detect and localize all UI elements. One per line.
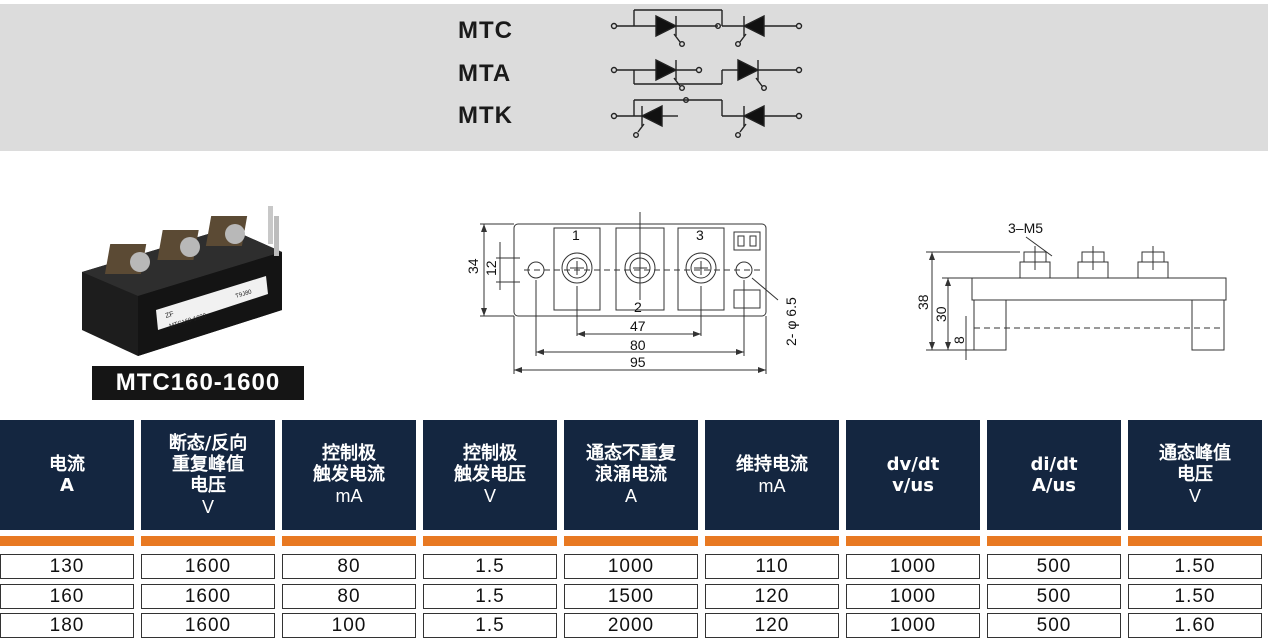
dim-80-label: 80 [630,337,646,353]
header-title: 通态不重复 浪涌电流 [586,443,676,485]
table-cell: 500 [987,584,1121,609]
circuit-code-mta: MTA [458,60,512,87]
table-cell: 1.60 [1128,613,1262,638]
header-unit: A [624,486,637,506]
terminal-3-label: 3 [696,227,704,243]
header-accent-bar [423,536,557,546]
mtc-symbol [610,9,803,48]
mta-symbol [610,58,803,91]
header-title: di/dt A/us [1030,454,1078,496]
table-header-cell: dv/dt v/us [846,420,980,530]
table-cell: 180 [0,613,134,638]
table-cell: 80 [282,584,416,609]
circuit-code-mtc: MTC [458,17,513,44]
table-cell: 100 [282,613,416,638]
table-cell: 2000 [564,613,698,638]
table-cell: 1600 [141,554,275,579]
table-cell: 80 [282,554,416,579]
header-title: 断态/反向 重复峰值 电压 [168,432,248,496]
module-product-image: ZF MTC160-1600 T9J80 [82,206,282,356]
header-accent-bar [1128,536,1262,546]
table-cell: 1600 [141,584,275,609]
module-code-label: T9J80 [235,289,253,300]
header-accent-bar [564,536,698,546]
header-title: dv/dt v/us [886,454,940,496]
dim-38-label: 38 [915,294,931,310]
dim-30-label: 30 [933,306,949,322]
table-cell: 1000 [846,584,980,609]
screw-terminal-icon [104,216,248,274]
table-cell: 500 [987,613,1121,638]
table-cell: 160 [0,584,134,609]
dim-95-label: 95 [630,354,646,370]
circuit-code-mtk: MTK [458,102,513,129]
mtk-symbol [610,96,803,138]
header-title: 控制极 触发电流 [313,443,385,485]
table-cell: 120 [705,584,839,609]
module-brand-label: ZF [165,311,175,320]
header-title: 维持电流 [736,453,808,475]
header-unit: V [483,486,496,506]
table-cell: 1500 [564,584,698,609]
header-unit: mA [335,486,363,506]
product-name-label: MTC160-1600 [92,366,304,400]
thyristor-circuit-symbols [610,9,803,138]
table-cell: 1.5 [423,584,557,609]
header-title: 控制极 触发电压 [454,443,526,485]
table-cell: 110 [705,554,839,579]
dim-12-label: 12 [483,260,499,276]
header-title: 通态峰值 电压 [1159,443,1231,485]
table-cell: 1600 [141,613,275,638]
header-unit: V [201,496,214,517]
table-cell: 1000 [564,554,698,579]
header-accent-bar [282,536,416,546]
table-cell: 130 [0,554,134,579]
hole-dim-label: 2- φ 6.5 [783,297,799,346]
header-accent-bar [846,536,980,546]
terminal-2-label: 2 [634,299,642,315]
dim-8-label: 8 [951,336,967,344]
header-unit: V [1188,486,1201,506]
table-cell: 1.50 [1128,554,1262,579]
table-header-cell: di/dt A/us [987,420,1121,530]
dim-34-label: 34 [465,258,481,274]
table-cell: 1000 [846,554,980,579]
table-header-cell: 电流 A [0,420,134,530]
table-cell: 500 [987,554,1121,579]
header-accent-bar [141,536,275,546]
header-accent-bar [987,536,1121,546]
header-title: 电流 A [49,454,85,496]
table-cell: 120 [705,613,839,638]
terminal-1-label: 1 [572,227,580,243]
dim-47-label: 47 [630,318,646,334]
table-cell: 1.5 [423,613,557,638]
header-accent-bar [0,536,134,546]
header-unit: mA [758,475,786,496]
header-accent-bar [705,536,839,546]
table-cell: 1.50 [1128,584,1262,609]
table-cell: 1000 [846,613,980,638]
table-cell: 1.5 [423,554,557,579]
screw-spec-label: 3–M5 [1008,220,1043,236]
